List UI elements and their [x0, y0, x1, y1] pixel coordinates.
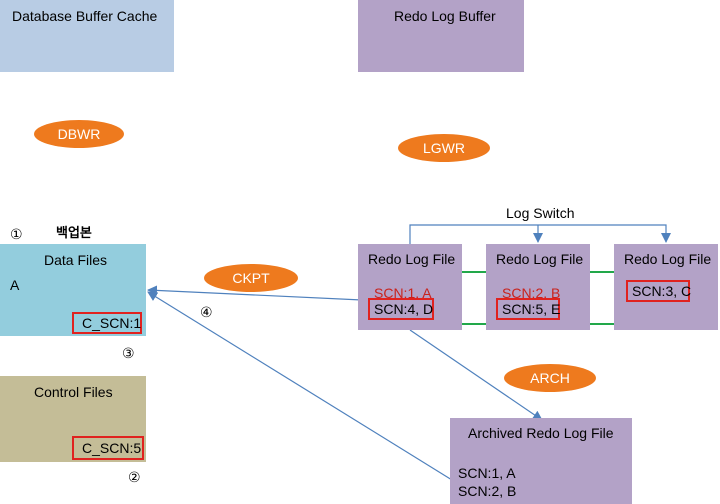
redo-log-file-2-line2: SCN:5, E: [496, 298, 560, 320]
archived-line1: SCN:1, A: [458, 465, 516, 481]
redo-log-file-1-line1: SCN:1, A: [374, 285, 432, 301]
redo-log-file-3-title: Redo Log File: [624, 251, 712, 267]
arch-process: ARCH: [504, 364, 596, 392]
marker-one: ①: [10, 226, 23, 242]
log-switch-bracket: [409, 224, 671, 245]
redo-log-buffer-label: Redo Log Buffer: [394, 8, 496, 24]
marker-three: ③: [122, 345, 135, 361]
marker-two: ②: [128, 469, 141, 485]
redo-log-buffer: Redo Log Buffer: [358, 0, 524, 72]
ckpt-process: CKPT: [204, 264, 298, 292]
redo-log-file-3: Redo Log File SCN:3, C: [614, 244, 718, 330]
lgwr-process: LGWR: [398, 134, 490, 162]
redo-log-file-1-title: Redo Log File: [368, 251, 456, 267]
control-files: Control Files C_SCN:5: [0, 376, 146, 462]
archived-redo-log-file-title: Archived Redo Log File: [468, 425, 614, 441]
marker-four: ④: [200, 304, 213, 320]
database-buffer-cache: Database Buffer Cache: [0, 0, 174, 72]
archived-redo-log-file: Archived Redo Log File SCN:1, A SCN:2, B: [450, 418, 632, 504]
redo-log-file-2: Redo Log File SCN:2, B SCN:5, E: [486, 244, 590, 330]
dbwr-process: DBWR: [34, 120, 124, 148]
data-files: Data Files A C_SCN:1: [0, 244, 146, 336]
redo-log-file-2-title: Redo Log File: [496, 251, 584, 267]
control-files-scn: C_SCN:5: [72, 436, 144, 460]
database-buffer-cache-label: Database Buffer Cache: [12, 8, 158, 24]
data-files-title: Data Files: [44, 252, 108, 268]
data-files-scn: C_SCN:1: [72, 312, 142, 334]
redo-log-file-2-line1: SCN:2, B: [502, 285, 561, 301]
redo-log-file-1: Redo Log File SCN:1, A SCN:4, D: [358, 244, 462, 330]
data-files-content: A: [10, 277, 20, 293]
control-files-title: Control Files: [34, 384, 113, 400]
backup-label: 백업본: [56, 226, 92, 241]
archived-line2: SCN:2, B: [458, 483, 517, 499]
log-switch-label: Log Switch: [506, 205, 575, 221]
redo-log-file-1-line2: SCN:4, D: [368, 298, 434, 320]
redo-log-file-3-line1: SCN:3, C: [626, 280, 691, 302]
